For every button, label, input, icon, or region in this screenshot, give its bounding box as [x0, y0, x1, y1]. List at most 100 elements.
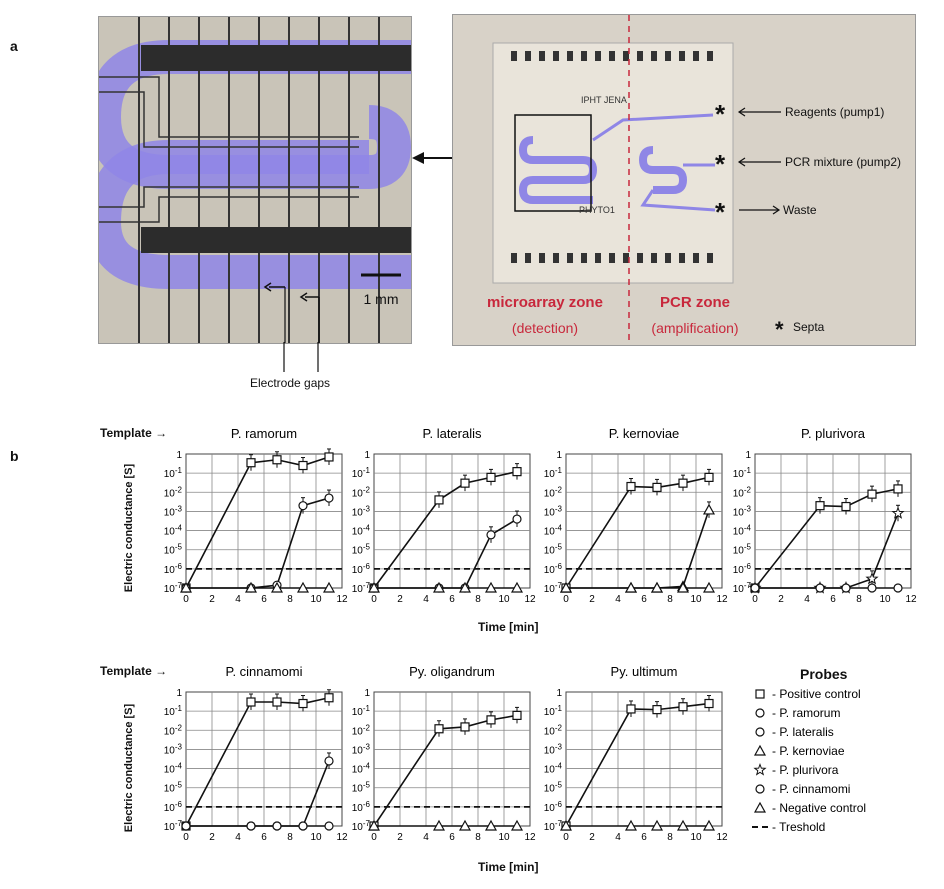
data-point	[298, 501, 308, 511]
x-tick-label: 8	[475, 594, 481, 605]
y-tick-label: 10-4	[164, 762, 183, 776]
data-point	[865, 571, 879, 585]
data-point	[841, 583, 851, 593]
x-tick-label: 0	[371, 594, 377, 605]
zone-left-sub: (detection)	[512, 320, 578, 336]
y-tick-label: 10-3	[352, 504, 371, 518]
x-tick-label: 2	[209, 594, 215, 605]
x-tick-label: 4	[804, 594, 810, 605]
y-tick-label: 10-1	[352, 704, 371, 718]
chip-photo: IPHT JENA PHYTO1 * * * Reagents (pump1) …	[452, 14, 916, 346]
data-point	[298, 821, 308, 831]
data-point	[484, 581, 498, 593]
y-tick-label: 10-2	[352, 485, 371, 499]
y-tick-label: 10-6	[164, 800, 183, 814]
y-tick-label: 10-1	[164, 704, 183, 718]
data-point	[298, 460, 308, 471]
y-tick-label: 10-1	[164, 466, 183, 480]
legend-marker	[755, 727, 765, 737]
septum-mark-2: *	[715, 149, 726, 179]
data-point	[324, 756, 334, 766]
data-point	[652, 482, 662, 492]
y-tick-label: 10-1	[352, 466, 371, 480]
xlabel-row2: Time [min]	[478, 860, 539, 874]
chip-text-1: IPHT JENA	[581, 95, 627, 105]
data-point	[458, 819, 472, 831]
x-tick-label: 0	[183, 832, 189, 843]
x-tick-label: 6	[449, 594, 455, 605]
data-point	[272, 697, 282, 707]
x-tick-label: 2	[397, 594, 403, 605]
legend-marker	[755, 708, 765, 718]
data-point	[893, 484, 903, 494]
data-point	[246, 458, 256, 468]
x-tick-label: 4	[423, 594, 429, 605]
y-tick-label: 10-2	[544, 485, 563, 499]
data-point	[704, 698, 714, 709]
chart-title: P. cinnamomi	[225, 664, 302, 679]
y-tick-label: 10-5	[164, 543, 183, 557]
x-tick-label: 12	[524, 832, 536, 843]
x-tick-label: 4	[423, 832, 429, 843]
y-tick-label: 10-5	[544, 543, 563, 557]
data-point	[512, 514, 522, 524]
legend-label: - P. ramorum	[772, 706, 840, 720]
x-tick-label: 6	[641, 832, 647, 843]
zone-right-sub: (amplification)	[651, 320, 738, 336]
y-tick-label: 10-6	[544, 800, 563, 814]
electrode-photo-drawing: 1 mm	[99, 17, 411, 343]
y-tick-label: 10-2	[544, 723, 563, 737]
data-point	[324, 493, 334, 503]
data-point	[650, 819, 664, 831]
data-point	[626, 481, 636, 492]
panel-label-b: b	[10, 448, 19, 464]
x-tick-label: 4	[615, 594, 621, 605]
y-tick-label: 10-5	[352, 543, 371, 557]
data-point	[298, 698, 308, 709]
y-tick-label: 10-3	[544, 504, 563, 518]
data-point	[512, 710, 522, 720]
y-tick-label: 10-1	[544, 704, 563, 718]
x-tick-label: 8	[667, 594, 673, 605]
data-point	[484, 819, 498, 831]
y-tick-label: 10-1	[733, 466, 752, 480]
data-point	[893, 583, 903, 593]
data-point	[460, 478, 470, 488]
x-tick-label: 4	[235, 594, 241, 605]
data-point	[270, 581, 284, 593]
x-tick-label: 10	[879, 594, 891, 605]
y-tick-label: 1	[745, 450, 751, 461]
scale-bar-label: 1 mm	[364, 291, 399, 307]
legend-label: - Positive control	[772, 687, 861, 701]
x-tick-label: 2	[397, 832, 403, 843]
data-point	[181, 821, 191, 831]
y-tick-label: 10-1	[544, 466, 563, 480]
data-point	[510, 581, 524, 593]
data-point	[367, 581, 381, 593]
x-tick-label: 2	[589, 594, 595, 605]
y-tick-label: 10-4	[544, 762, 563, 776]
y-tick-label: 10-7	[352, 581, 371, 595]
xlabel-row1: Time [min]	[478, 620, 539, 634]
y-tick-label: 10-6	[733, 562, 752, 576]
y-tick-label: 10-5	[733, 543, 752, 557]
data-point	[624, 819, 638, 831]
x-tick-label: 0	[563, 832, 569, 843]
y-tick-label: 10-4	[352, 762, 371, 776]
data-point	[891, 506, 905, 519]
legend: - Positive control- P. ramorum- P. later…	[752, 687, 866, 834]
zone-right-title: PCR zone	[660, 294, 730, 311]
x-tick-label: 10	[498, 832, 510, 843]
y-tick-label: 10-7	[544, 581, 563, 595]
x-tick-label: 6	[449, 832, 455, 843]
template-label-row1: Template →	[100, 426, 168, 440]
x-tick-label: 12	[336, 594, 348, 605]
template-label-row2: Template →	[100, 664, 168, 678]
data-point	[460, 722, 470, 732]
y-tick-label: 10-6	[352, 562, 371, 576]
x-tick-label: 8	[287, 832, 293, 843]
chip-drawing: IPHT JENA PHYTO1 * * * Reagents (pump1) …	[453, 15, 915, 345]
x-tick-label: 2	[589, 832, 595, 843]
